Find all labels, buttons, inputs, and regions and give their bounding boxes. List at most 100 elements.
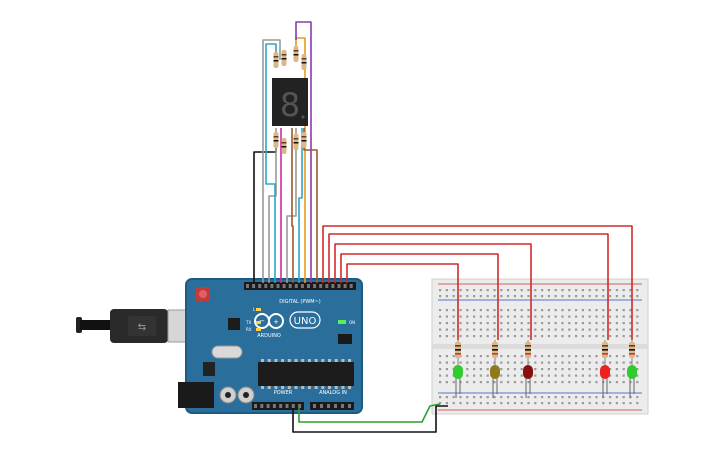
breadboard-hole [595,368,598,371]
breadboard-hole [459,295,462,298]
breadboard-hole [466,335,469,338]
breadboard-hole [609,322,612,325]
breadboard-hole [602,402,605,405]
breadboard-hole [541,328,544,331]
breadboard-hole [636,322,639,325]
breadboard-hole [513,368,516,371]
breadboard-hole [554,322,557,325]
digital-pin-hole [343,284,347,288]
breadboard-hole [636,328,639,331]
breadboard-hole [588,374,591,377]
brand-label: ARDUINO [257,333,281,339]
uno-badge [289,311,321,329]
digital-pin-hole [337,284,341,288]
capacitor-2-top [243,392,249,398]
breadboard-hole [520,381,523,384]
resistor-band [455,345,461,347]
breadboard-hole [534,289,537,292]
wire-display-gray-2 [268,128,277,283]
arduino-board[interactable]: DIGITAL (PWM~) − + ARDUINO UNO L TX RX O… [178,278,363,414]
breadboard-hole [520,368,523,371]
breadboard-hole [541,295,544,298]
breadboard-hole [561,402,564,405]
breadboard-hole [459,328,462,331]
chip-pin [341,386,345,389]
breadboard-hole [527,295,530,298]
power-pin-hole [266,404,270,408]
breadboard-hole [609,355,612,358]
chip-pin [287,386,291,389]
breadboard-hole [452,328,455,331]
breadboard-hole [479,335,482,338]
breadboard-hole [541,335,544,338]
resistor-band [301,140,307,142]
breadboard-hole [479,381,482,384]
digital-pin-hole [246,284,249,288]
breadboard-hole [602,289,605,292]
breadboard-hole [507,396,510,399]
voltage-regulator [203,362,215,376]
breadboard-hole [547,374,550,377]
analog-header [310,402,354,410]
breadboard-hole [636,368,639,371]
breadboard-hole [486,328,489,331]
analog-pin-hole [334,404,337,408]
breadboard-hole [507,402,510,405]
breadboard-hole [500,381,503,384]
breadboard-hole [486,322,489,325]
breadboard-hole [439,381,442,384]
breadboard-hole [568,368,571,371]
breadboard-hole [473,328,476,331]
led-green [453,365,463,379]
icsp-header [338,334,352,344]
breadboard-hole [602,328,605,331]
breadboard-hole [520,322,523,325]
breadboard-hole [500,361,503,364]
breadboard-hole [452,309,455,312]
breadboard-hole [466,315,469,318]
breadboard-hole [466,402,469,405]
breadboard-hole [595,402,598,405]
display-resistors [273,46,307,154]
breadboard-hole [636,396,639,399]
breadboard-hole [554,335,557,338]
breadboard-hole [568,289,571,292]
analog-pin-hole [341,404,344,408]
breadboard-hole [486,289,489,292]
breadboard-hole [595,322,598,325]
breadboard-hole [595,295,598,298]
breadboard-hole [561,374,564,377]
breadboard-hole [636,295,639,298]
breadboard-hole [602,295,605,298]
breadboard-hole [445,289,448,292]
breadboard-hole [595,381,598,384]
chip-pin [307,359,311,362]
chip-pin [301,359,305,362]
breadboard-hole [575,368,578,371]
breadboard-hole [622,309,625,312]
breadboard-hole [500,402,503,405]
breadboard-hole [609,315,612,318]
breadboard-hole [609,295,612,298]
breadboard-hole [629,309,632,312]
breadboard-hole [534,328,537,331]
atmega-chip-pins [261,359,352,389]
resistor-band [525,345,531,347]
breadboard-hole [534,381,537,384]
breadboard-hole [609,309,612,312]
breadboard-hole [547,315,550,318]
breadboard[interactable] [431,278,649,415]
breadboard-hole [636,355,639,358]
chip-pin [328,386,331,389]
led-yellow [490,365,500,379]
seven-segment-display[interactable]: 8 [272,46,308,154]
breadboard-hole [520,374,523,377]
chip-pin [348,386,352,389]
breadboard-hole [629,361,632,364]
breadboard-hole [507,322,510,325]
breadboard-hole [452,396,455,399]
breadboard-hole [473,381,476,384]
breadboard-hole [554,328,557,331]
breadboard-hole [554,396,557,399]
breadboard-hole [452,361,455,364]
